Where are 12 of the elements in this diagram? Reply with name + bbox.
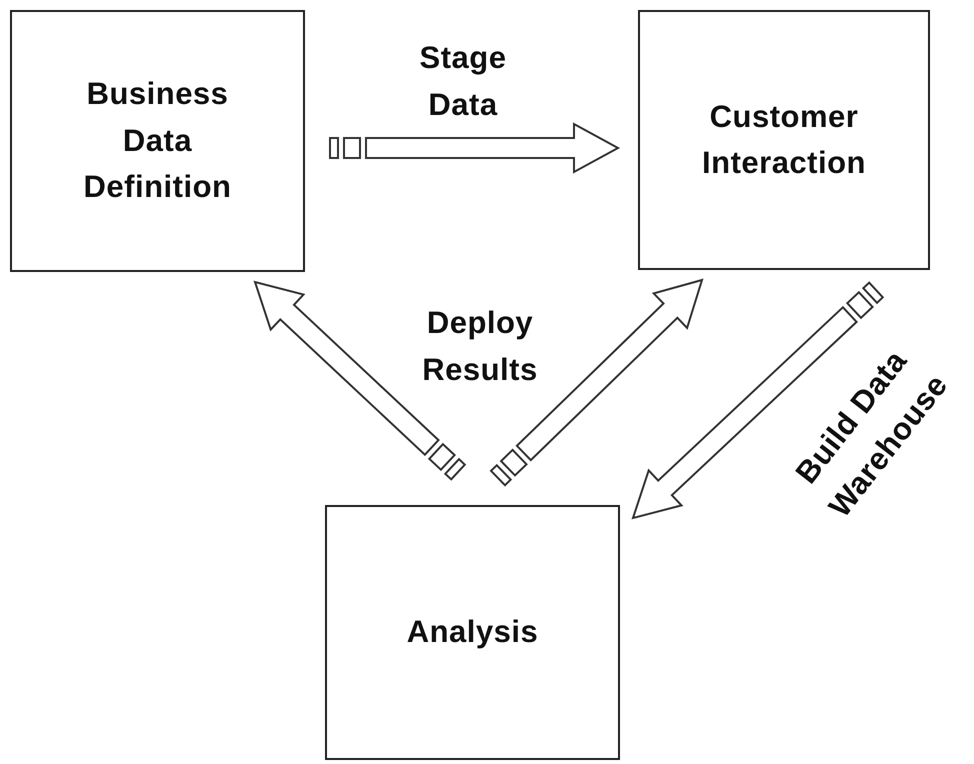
edge-label: Stage Data [418, 39, 508, 124]
block-arrow [329, 122, 620, 174]
box-label: Business Data Definition [82, 75, 232, 206]
box-label: Customer Interaction [701, 98, 867, 182]
arrow-label: Deploy Results [421, 304, 539, 388]
block-arrow [253, 280, 466, 481]
process-box [10, 10, 305, 272]
process-box [638, 10, 930, 270]
block-arrow [490, 278, 704, 487]
block-arrow [631, 281, 884, 520]
box-label: Analysis [406, 613, 540, 652]
process-box [325, 505, 620, 760]
